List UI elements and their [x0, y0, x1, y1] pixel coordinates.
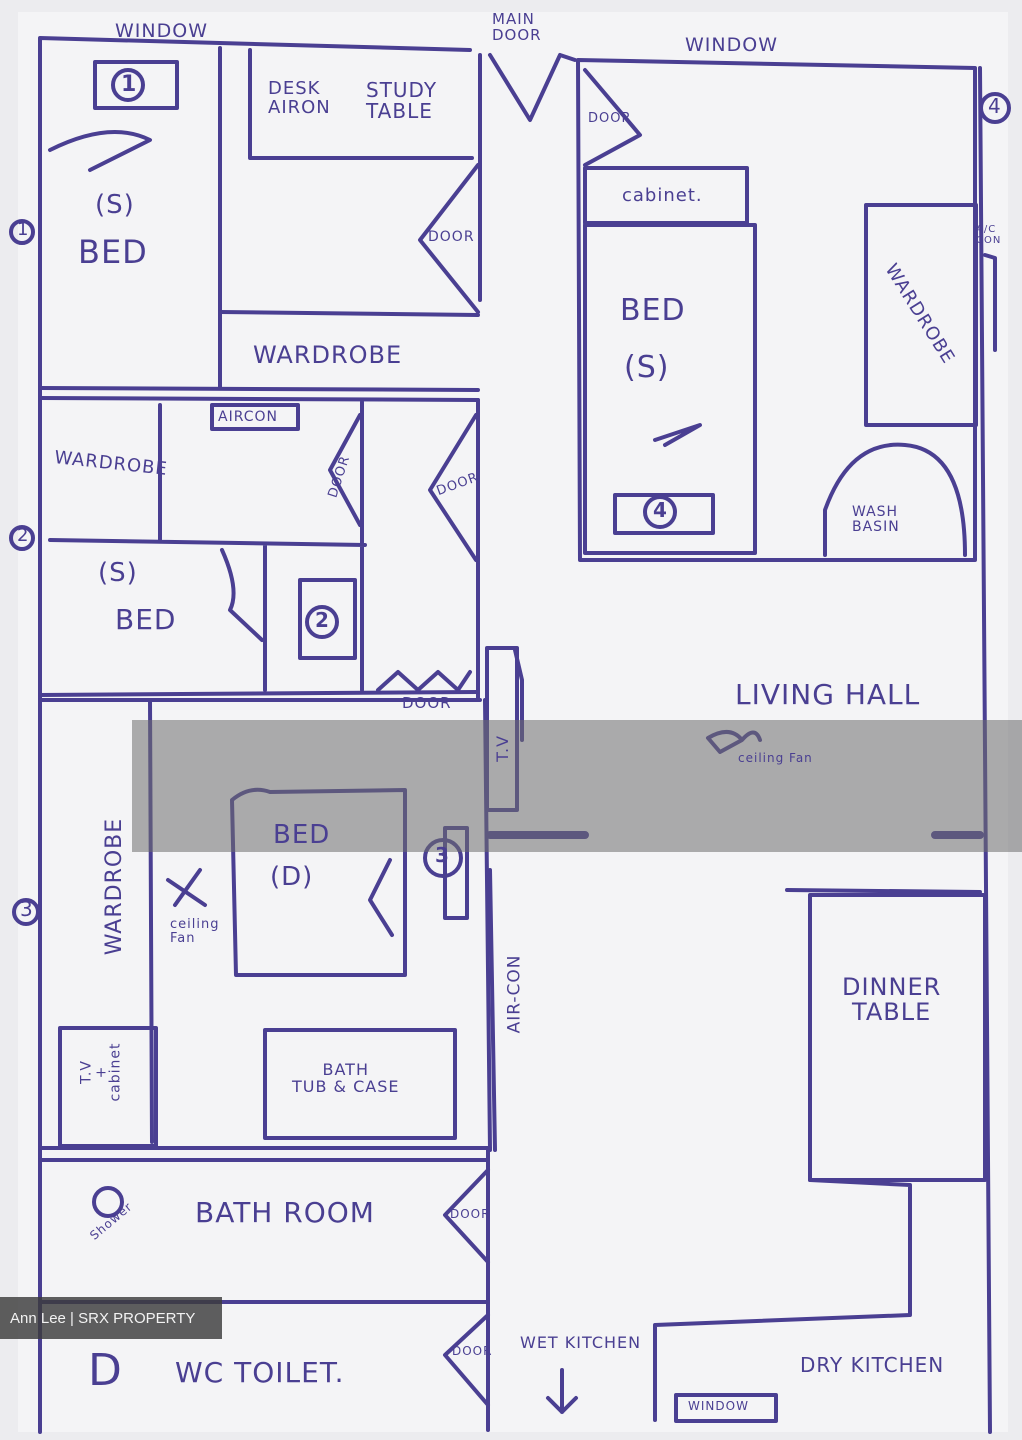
- cabinet4-label: cabinet.: [622, 185, 703, 206]
- door-bath-label: DOOR: [450, 1207, 491, 1221]
- room4-walls: [576, 58, 977, 562]
- bath-tub-box: [263, 1028, 457, 1140]
- wc-mark-label: D: [88, 1345, 123, 1396]
- door-room1-swing: [418, 163, 480, 314]
- room2-walls: [38, 396, 480, 697]
- aircon2-unit: [298, 578, 357, 660]
- aircon2-label: AIRCON: [218, 409, 279, 425]
- dining-top-line: [785, 888, 982, 894]
- side1-circle: [9, 219, 35, 245]
- door-bath-swing: [443, 1168, 490, 1264]
- bed4-size-label: (S): [624, 350, 670, 385]
- bed2-size-label: (S): [98, 558, 138, 588]
- side2-label: 2: [17, 525, 30, 546]
- door-room3-label: DOOR: [402, 694, 452, 712]
- side4-circle: [979, 92, 1011, 124]
- aircon4-label: A/C CON: [976, 224, 1002, 246]
- num4-circle: [643, 495, 677, 529]
- ceiling-fan-living-label: ceiling Fan: [738, 751, 813, 765]
- side1-label: 1: [17, 219, 30, 240]
- dry-kitchen-label: DRY KITCHEN: [800, 1353, 945, 1377]
- wash-basin-outline: [823, 442, 967, 557]
- wet-kitchen-arrow: [546, 1368, 578, 1414]
- window-top-left-label: WINDOW: [115, 20, 208, 42]
- side3-label: 3: [20, 897, 34, 921]
- door-room2-inner-swing: [328, 413, 362, 527]
- ceiling-fan-room3-label: ceiling Fan: [170, 917, 220, 946]
- bed2-label: BED: [115, 603, 177, 636]
- num2-label: 2: [315, 608, 330, 632]
- tv-cabinet-box: [58, 1026, 158, 1148]
- wardrobe1-label: WARDROBE: [253, 341, 403, 369]
- door-room4-label: DOOR: [588, 111, 632, 126]
- shower-circle: [92, 1186, 124, 1218]
- wardrobe3-label: WARDROBE: [102, 817, 128, 956]
- num1-circle: [111, 68, 145, 102]
- num2-circle: [305, 605, 339, 639]
- tv-living-label: T.V: [493, 734, 513, 762]
- aircon2-box: [210, 403, 300, 431]
- main-door-label: MAIN DOOR: [492, 10, 542, 44]
- window-kitchen-label: WINDOW: [688, 1399, 749, 1413]
- aircon4-unit: [983, 253, 997, 352]
- aircon-corridor-label: AIR-CON: [504, 954, 525, 1034]
- kitchen-window-box: [674, 1393, 778, 1423]
- wc-toilet-label: WC TOILET.: [175, 1356, 345, 1389]
- door-room3-zigzag: [376, 670, 472, 692]
- kitchen-partition: [653, 1178, 912, 1422]
- wet-kitchen-label: WET KITCHEN: [520, 1333, 642, 1352]
- door-room2-corridor-swing: [428, 413, 478, 562]
- tv-cabinet-label: T.V + cabinet: [78, 1042, 124, 1102]
- bed2-cover: [220, 548, 264, 642]
- study-table-label: STUDY TABLE: [366, 78, 438, 123]
- num1-label: 1: [121, 72, 138, 97]
- bed1-label: BED: [78, 233, 148, 271]
- door-room1-label: DOOR: [428, 229, 475, 245]
- side4-label: 4: [988, 94, 1002, 118]
- bed1-cover: [48, 130, 152, 172]
- aircon1-box: [93, 60, 179, 110]
- corridor-wall-right: [488, 868, 497, 1152]
- desk-aircon-label: DESK AIRON: [268, 78, 331, 118]
- aircon4-box: [613, 493, 715, 535]
- bed3-size-label: (D): [270, 862, 314, 892]
- scan-shadow-band: [132, 720, 1022, 852]
- wash-basin-label: WASH BASIN: [852, 504, 900, 535]
- bed4-cover: [653, 423, 702, 447]
- door-room4-swing: [583, 68, 642, 167]
- door-wc-label: DOOR: [452, 1344, 493, 1358]
- dinner-table-label: DINNER TABLE: [842, 973, 942, 1027]
- outer-wall-left: [38, 36, 472, 1434]
- side3-circle: [12, 898, 40, 926]
- door-wc-swing: [443, 1313, 490, 1407]
- wardrobe4-box: [864, 203, 978, 427]
- dinner-table-box: [808, 893, 987, 1182]
- room3-ceiling-fan-icon: [166, 868, 207, 907]
- window-top-right-label: WINDOW: [685, 34, 778, 56]
- living-hall-label: LIVING HALL: [735, 678, 921, 711]
- main-door-swing: [488, 53, 577, 122]
- bed3-cover: [368, 858, 394, 937]
- room2-inner: [48, 400, 367, 692]
- wardrobe1-top: [218, 310, 480, 317]
- room1-bottom-wall: [38, 386, 480, 392]
- side2-circle: [9, 525, 35, 551]
- watermark: Ann Lee | SRX PROPERTY: [0, 1297, 222, 1339]
- bed1-size-label: (S): [95, 190, 135, 220]
- num4-label: 4: [653, 498, 668, 522]
- bath-room-label: BATH ROOM: [195, 1196, 375, 1229]
- bath-tub-label: BATH TUB & CASE: [292, 1060, 400, 1096]
- study-table: [248, 48, 474, 160]
- bed4-label: BED: [620, 293, 686, 328]
- num3-label: 3: [435, 843, 450, 867]
- bed3-label: BED: [273, 820, 331, 850]
- bed4-frame: [583, 223, 757, 555]
